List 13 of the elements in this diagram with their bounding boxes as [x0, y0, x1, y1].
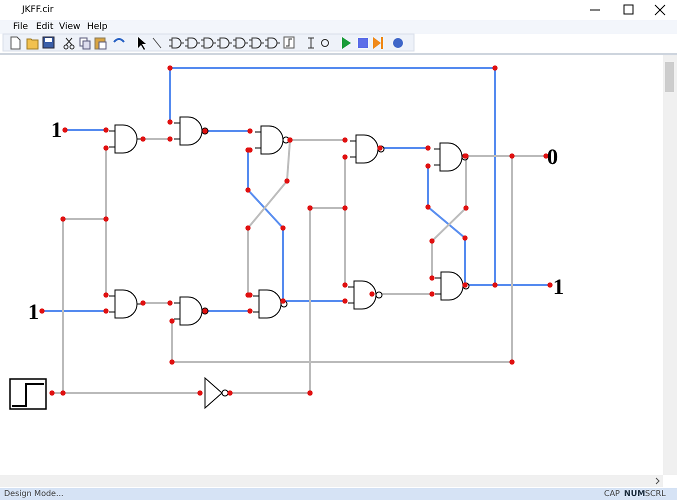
input-value: 1	[28, 301, 39, 323]
menu-item: Edit	[36, 22, 54, 33]
menu-item: Help	[87, 22, 108, 33]
status-indicator: CAP	[604, 489, 620, 499]
menu-item: View	[59, 22, 80, 33]
status-indicator: SCRL	[645, 489, 666, 499]
status-text: Design Mode...	[4, 489, 64, 499]
input-value: 1	[51, 119, 62, 141]
output-value: 1	[553, 276, 564, 298]
window-title: JKFF.cir	[22, 5, 54, 16]
menu-item: File	[13, 22, 28, 33]
status-indicator: NUM	[624, 489, 646, 499]
output-value: 0	[547, 146, 558, 168]
